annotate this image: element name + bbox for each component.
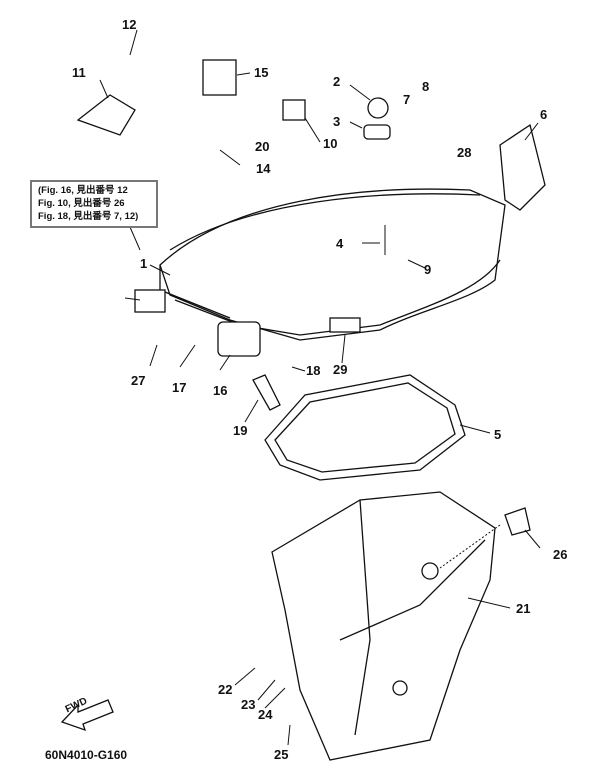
callout-24: 24 <box>258 707 273 722</box>
callout-6: 6 <box>540 107 548 122</box>
callout-12: 12 <box>122 17 137 32</box>
drawing-code: 60N4010-G160 <box>45 748 128 762</box>
callout-14: 14 <box>256 161 271 176</box>
callout-8: 8 <box>422 79 430 94</box>
callout-4: 4 <box>336 236 344 251</box>
callout-27: 27 <box>131 373 146 388</box>
callout-15: 15 <box>254 65 269 80</box>
note-line: Fig. 18, 見出番号 7, 12) <box>38 211 139 222</box>
callout-28: 28 <box>457 145 472 160</box>
callout-9: 9 <box>424 262 432 277</box>
lower-cowling <box>271 491 496 761</box>
callout-19: 19 <box>233 423 248 438</box>
callout-17: 17 <box>172 380 187 395</box>
callout-22: 22 <box>218 682 233 697</box>
leader-lines <box>99 29 541 746</box>
fwd-arrow-icon <box>60 699 114 732</box>
callout-16: 16 <box>213 383 228 398</box>
reference-note: (Fig. 16, 見出番号 12 Fig. 10, 見出番号 26 Fig. … <box>30 180 158 228</box>
bottom-cowling-pan <box>159 188 506 341</box>
note-line: (Fig. 16, 見出番号 12 <box>38 185 128 196</box>
callout-3: 3 <box>333 114 341 129</box>
callout-7: 7 <box>403 92 411 107</box>
callout-25: 25 <box>274 747 289 762</box>
note-line: Fig. 10, 見出番号 26 <box>38 198 125 209</box>
callout-10: 10 <box>323 136 338 151</box>
small-parts <box>76 59 546 536</box>
rubber-seal <box>264 374 466 481</box>
callout-5: 5 <box>494 427 502 442</box>
callout-23: 23 <box>241 697 256 712</box>
callout-11: 11 <box>72 65 86 80</box>
callout-21: 21 <box>516 601 531 616</box>
callout-26: 26 <box>553 547 568 562</box>
callout-20: 20 <box>255 139 270 154</box>
callout-1: 1 <box>140 256 148 271</box>
callout-2: 2 <box>333 74 341 89</box>
callout-18: 18 <box>306 363 321 378</box>
callout-29: 29 <box>333 362 348 377</box>
